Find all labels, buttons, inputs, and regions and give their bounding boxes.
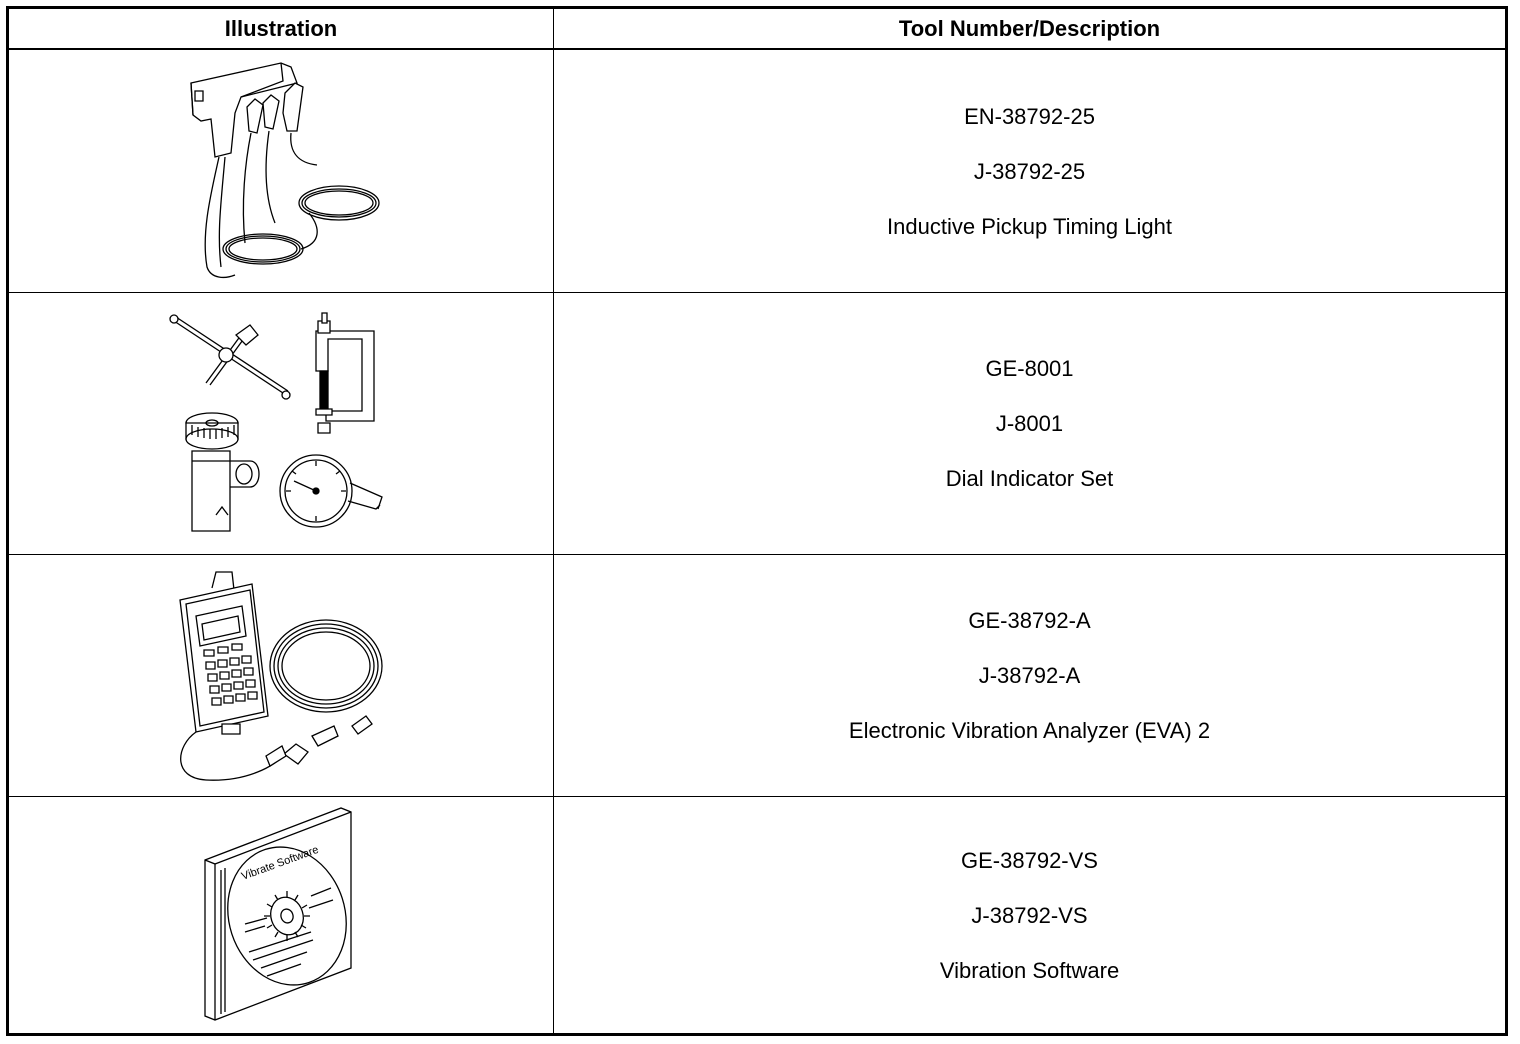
tool-table: Illustration Tool Number/Description xyxy=(6,6,1508,1036)
tool-number-j: J-38792-VS xyxy=(971,902,1088,928)
table-row: GE-8001 J-8001 Dial Indicator Set xyxy=(9,293,1505,555)
tool-number-j: J-8001 xyxy=(995,411,1064,436)
vibration-analyzer-icon xyxy=(166,566,396,786)
tool-number-en: GE-38792-A xyxy=(968,608,1091,633)
tool-description: Vibration Software xyxy=(939,957,1120,983)
tool-description: Inductive Pickup Timing Light xyxy=(887,213,1172,239)
timing-light-icon xyxy=(171,53,391,289)
tool-number-en: EN-38792-25 xyxy=(964,103,1095,129)
table-row: Vibrate Software GE-38792-VS J-38792-VS … xyxy=(9,797,1505,1033)
header-tool-description: Tool Number/Description xyxy=(554,9,1505,50)
tool-number-en: GE-38792-VS xyxy=(961,847,1098,873)
tool-description: Electronic Vibration Analyzer (EVA) 2 xyxy=(848,718,1211,743)
tool-number-en: GE-8001 xyxy=(985,356,1074,381)
tool-number-j: J-38792-25 xyxy=(973,158,1086,184)
table-row: EN-38792-25 J-38792-25 Inductive Pickup … xyxy=(9,50,1505,293)
illustration-cell xyxy=(9,555,554,796)
tool-number-j: J-38792-A xyxy=(978,663,1081,688)
illustration-cell: Vibrate Software xyxy=(9,797,554,1033)
software-cd-icon: Vibrate Software xyxy=(201,804,361,1026)
illustration-cell xyxy=(9,293,554,554)
illustration-cell xyxy=(9,50,554,292)
table-row: GE-38792-A J-38792-A Electronic Vibratio… xyxy=(9,555,1505,797)
dial-indicator-set-icon xyxy=(166,311,396,537)
description-cell: GE-8001 J-8001 Dial Indicator Set xyxy=(554,293,1505,554)
description-cell: EN-38792-25 J-38792-25 Inductive Pickup … xyxy=(554,50,1505,292)
description-cell: GE-38792-VS J-38792-VS Vibration Softwar… xyxy=(554,797,1505,1033)
tool-description: Dial Indicator Set xyxy=(945,466,1114,491)
header-illustration: Illustration xyxy=(9,9,554,50)
description-cell: GE-38792-A J-38792-A Electronic Vibratio… xyxy=(554,555,1505,796)
